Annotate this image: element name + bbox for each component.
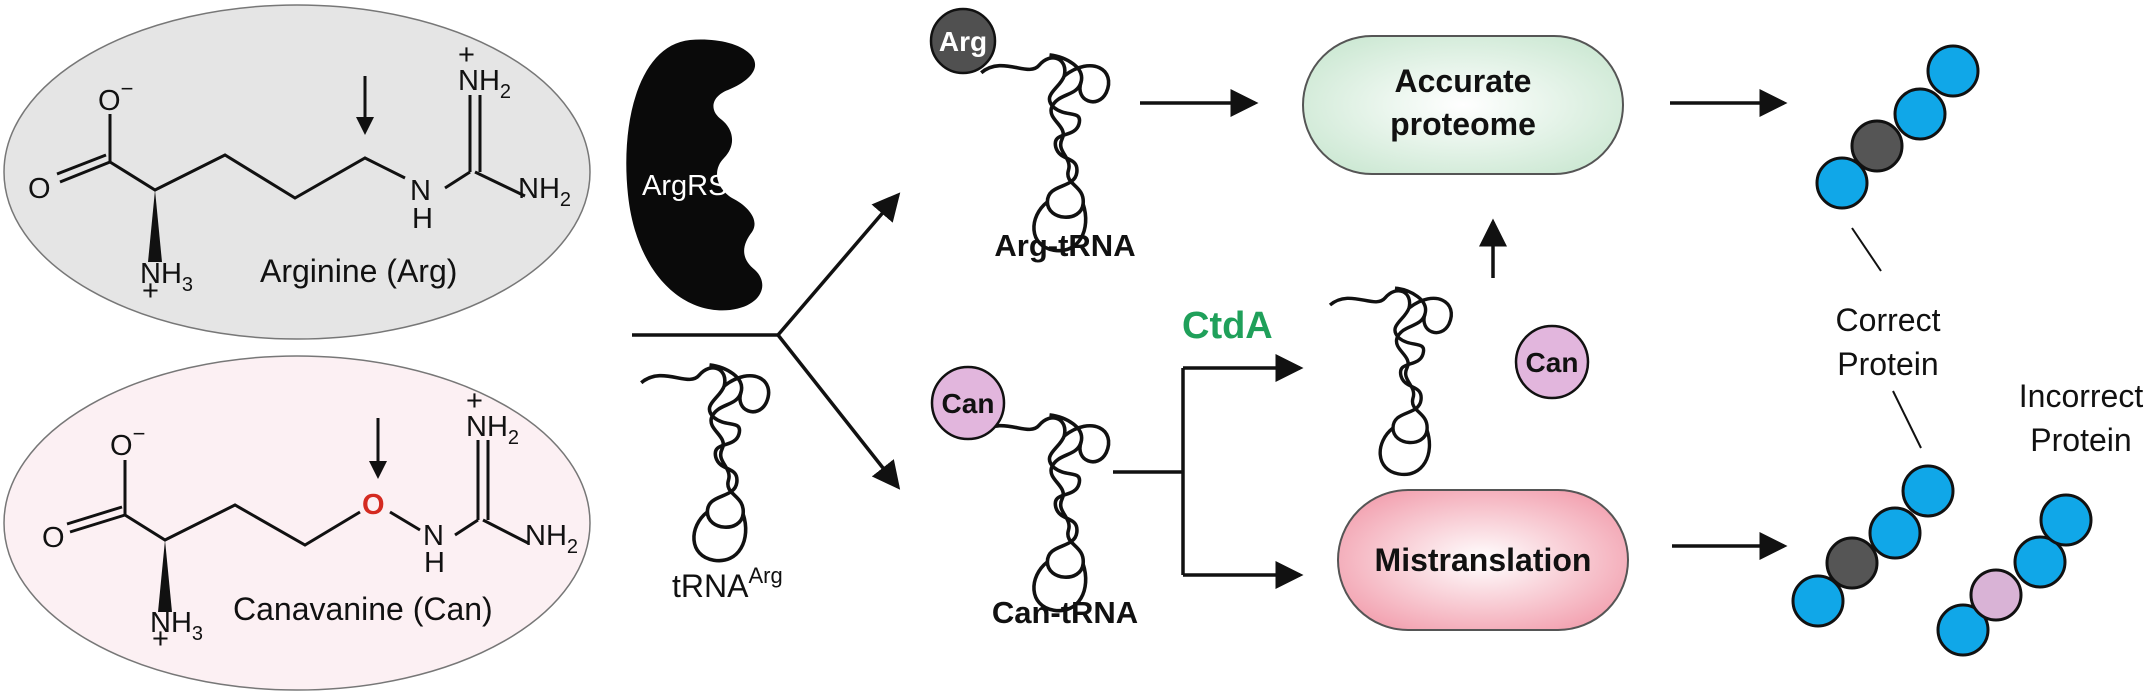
- free-can-ball: [1514, 324, 1590, 400]
- can-ball: [930, 365, 1006, 441]
- arginine-o-minus: O−: [98, 76, 133, 117]
- argrs-enzyme: ArgRS: [626, 39, 763, 311]
- can-trna: Can Can-tRNA: [930, 365, 1138, 630]
- incorrect-line1: Incorrect: [2019, 378, 2144, 414]
- canavanine-nh2-top: NH2: [466, 411, 519, 449]
- incorrect-line2: Protein: [2030, 422, 2131, 458]
- free-can: Can: [1514, 324, 1590, 400]
- canavanine-molecule: O− O O NH3 + N H NH2 + NH2 Canavanine (C…: [3, 355, 591, 691]
- accurate-proteome-box: Accurate proteome: [1302, 35, 1624, 175]
- bead: [2013, 535, 2067, 589]
- canavanine-h: H: [424, 547, 445, 579]
- canavanine-nh2-right: NH2: [525, 520, 578, 558]
- arg-ball: [929, 7, 997, 75]
- bead: [1936, 603, 1990, 657]
- arginine-h: H: [412, 203, 433, 235]
- protein-middle: [1791, 464, 1955, 628]
- arginine-nh2-top: NH2: [458, 65, 511, 103]
- correct-line2: Protein: [1837, 346, 1938, 382]
- canavanine-nh3-plus: +: [152, 623, 169, 655]
- bead: [1868, 506, 1922, 560]
- bead: [1893, 87, 1947, 141]
- canavanine-o-carbonyl: O: [42, 522, 65, 554]
- free-can-label: Can: [1526, 347, 1579, 378]
- arginine-o-carbonyl: O: [28, 173, 51, 205]
- bead: [1850, 119, 1904, 173]
- arg-trna: Arg Arg-tRNA: [929, 7, 1136, 263]
- arginine-n: N: [410, 175, 431, 207]
- arginine-molecule: O− O NH3 + N H NH2 + NH2 Arginine (Arg): [3, 4, 591, 340]
- can-trna-label: Can-tRNA: [992, 595, 1138, 630]
- mistranslation-box: Mistranslation: [1337, 489, 1629, 631]
- arginine-wedge-bond: [148, 190, 162, 262]
- can-ball-label: Can: [942, 388, 995, 419]
- mistranslation-label: Mistranslation: [1375, 542, 1592, 578]
- protein-top: [1815, 44, 1980, 210]
- bead: [1901, 464, 1955, 518]
- bead: [2039, 493, 2093, 547]
- ctda-label: CtdA: [1182, 305, 1273, 347]
- arginine-nh3-plus: +: [142, 275, 159, 307]
- accurate-line2: proteome: [1390, 106, 1536, 142]
- correct-pointer-top: [1851, 227, 1882, 272]
- accurate-line1: Accurate: [1395, 63, 1532, 99]
- ctda-branch: [1113, 354, 1304, 589]
- arg-trna-label: Arg-tRNA: [994, 228, 1135, 263]
- trna-label: tRNAArg: [672, 563, 783, 604]
- canavanine-wedge-bond: [158, 540, 172, 612]
- canavanine-name: Canavanine (Can): [233, 591, 493, 627]
- bead: [1969, 568, 2023, 622]
- arginine-nh3: NH3: [140, 258, 193, 296]
- arginine-nh2-right: NH2: [518, 173, 571, 211]
- arginine-name: Arginine (Arg): [260, 253, 457, 289]
- bead: [1825, 536, 1879, 590]
- trna-deacylated: [1328, 286, 1454, 477]
- argrs-label: ArgRS: [642, 170, 727, 202]
- canavanine-ellipse: [3, 355, 591, 691]
- bead: [1791, 574, 1845, 628]
- bead: [1926, 44, 1980, 98]
- bead: [1815, 156, 1869, 210]
- trna-free: tRNAArg: [639, 363, 783, 604]
- fork-arrows: [632, 192, 901, 490]
- correct-pointer-bottom: [1892, 390, 1922, 449]
- canavanine-oxygen: O: [362, 489, 385, 521]
- canavanine-n: N: [423, 520, 444, 552]
- protein-bottom: [1936, 493, 2093, 657]
- arg-ball-label: Arg: [939, 26, 987, 57]
- correct-line1: Correct: [1836, 302, 1941, 338]
- arginine-nh2-plus: +: [458, 39, 475, 71]
- canavanine-nh2-plus: +: [466, 385, 483, 417]
- argrs-shape: [626, 39, 763, 311]
- canavanine-nh3: NH3: [150, 607, 203, 645]
- canavanine-o-minus: O−: [110, 421, 145, 462]
